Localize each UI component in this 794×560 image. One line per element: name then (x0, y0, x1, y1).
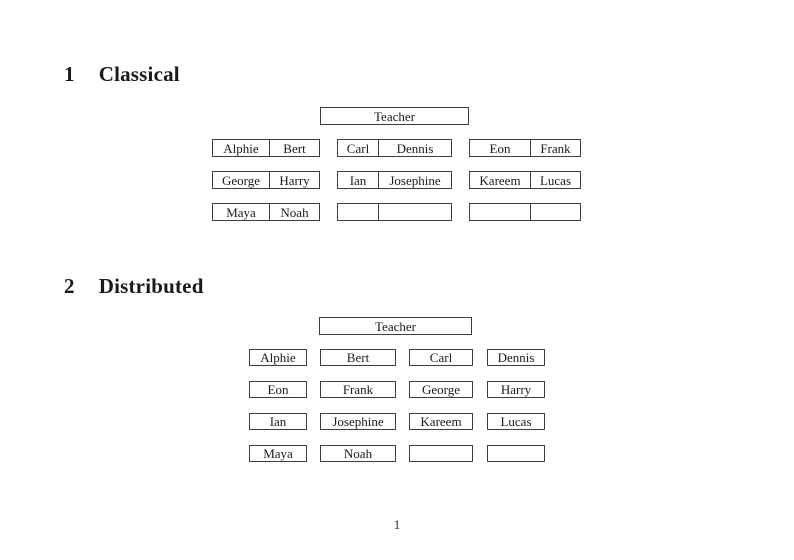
teacher-box: Teacher (320, 107, 469, 125)
teacher-box: Teacher (319, 317, 472, 335)
desk: George Harry (212, 171, 320, 189)
desk-seat: Kareem (470, 172, 531, 188)
section-heading-distributed: 2 Distributed (64, 274, 204, 298)
desk-seat: Carl (338, 140, 379, 156)
seat-box: Eon (249, 381, 307, 398)
desk-seat: George (213, 172, 270, 188)
seat-box: Josephine (320, 413, 396, 430)
seat-box: Dennis (487, 349, 545, 366)
seat-box: Lucas (487, 413, 545, 430)
desk-seat: Harry (279, 172, 310, 188)
desk-seat-empty (531, 204, 580, 220)
desk: Kareem Lucas (469, 171, 581, 189)
desk (469, 203, 581, 221)
seat-box-empty (409, 445, 473, 462)
desk-seat: Frank (540, 140, 571, 156)
seat-box: Harry (487, 381, 545, 398)
desk-seat: Eon (470, 140, 531, 156)
desk: Alphie Bert (212, 139, 320, 157)
section-heading-classical: 1 Classical (64, 62, 180, 86)
desk: Eon Frank (469, 139, 581, 157)
seat-box: Frank (320, 381, 396, 398)
section-title: Distributed (98, 274, 204, 298)
desk-seat: Ian (338, 172, 379, 188)
desk-seat: Alphie (213, 140, 270, 156)
section-number: 2 (64, 274, 75, 298)
desk-seat-empty (338, 204, 379, 220)
desk-seat: Noah (280, 204, 309, 220)
seat-box: Noah (320, 445, 396, 462)
section-title: Classical (98, 62, 180, 86)
seat-box: George (409, 381, 473, 398)
seat-box-empty (487, 445, 545, 462)
desk: Carl Dennis (337, 139, 452, 157)
seat-box: Maya (249, 445, 307, 462)
seat-box: Kareem (409, 413, 473, 430)
teacher-label: Teacher (374, 108, 415, 124)
desk-seat: Josephine (389, 172, 441, 188)
seat-box: Bert (320, 349, 396, 366)
teacher-label: Teacher (375, 318, 416, 334)
desk-seat: Dennis (396, 140, 434, 156)
desk-seat-empty (470, 204, 531, 220)
section-number: 1 (64, 62, 75, 86)
desk (337, 203, 452, 221)
desk: Maya Noah (212, 203, 320, 221)
desk-seat: Lucas (539, 172, 572, 188)
desk: Ian Josephine (337, 171, 452, 189)
desk-seat-empty (379, 204, 451, 220)
desk-seat: Bert (283, 140, 306, 156)
page-number: 1 (393, 517, 401, 532)
desk-seat: Maya (213, 204, 270, 220)
seat-box: Ian (249, 413, 307, 430)
seat-box: Alphie (249, 349, 307, 366)
seat-box: Carl (409, 349, 473, 366)
